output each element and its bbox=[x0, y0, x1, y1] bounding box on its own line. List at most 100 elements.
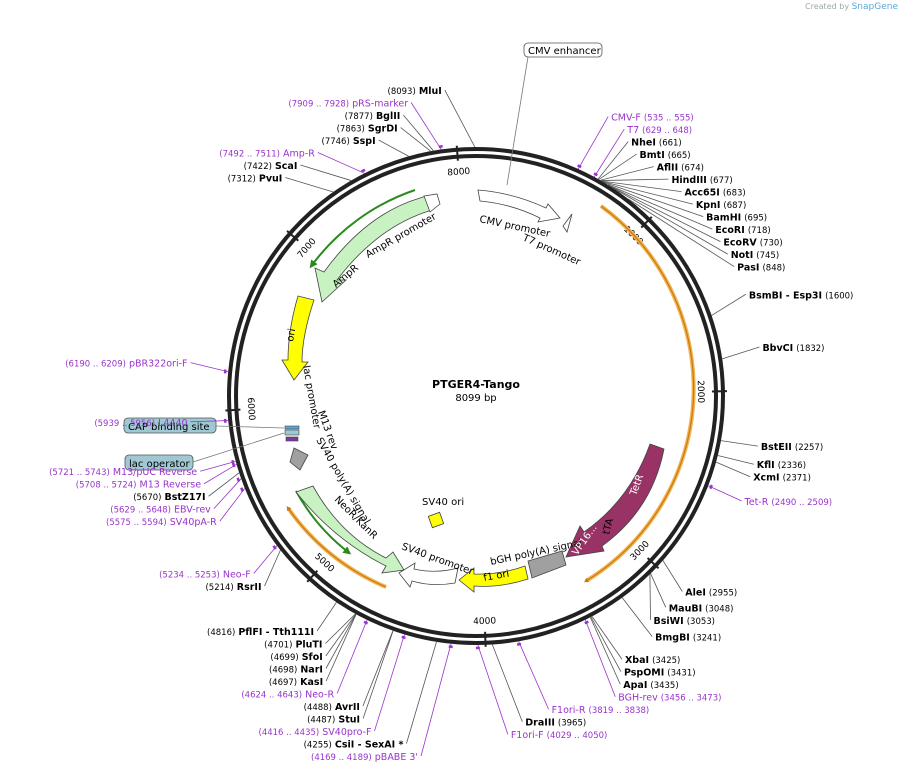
enzyme-position: (2257) bbox=[795, 443, 823, 453]
enzyme-name: AvrII bbox=[335, 702, 360, 713]
primer-label: (4624 .. 4643) Neo-R bbox=[241, 690, 334, 701]
enzyme-label: NotI (745) bbox=[731, 250, 779, 261]
primer-label: Tet-R (2490 .. 2509) bbox=[744, 497, 833, 508]
cmv-enhancer-label: CMV enhancer bbox=[528, 46, 602, 57]
enzyme-name: DraIII bbox=[525, 718, 555, 729]
enzyme-label: EcoRV (730) bbox=[723, 238, 782, 249]
backbone-inner-ring bbox=[234, 154, 718, 638]
primer-site-mark bbox=[272, 545, 277, 550]
enzyme-position: (718) bbox=[748, 226, 771, 236]
enzyme-name: PluTI bbox=[295, 640, 322, 651]
enzyme-label: NheI (661) bbox=[631, 138, 682, 149]
primer-label: (5708 .. 5724) M13 Reverse bbox=[76, 480, 201, 491]
primer-position: (5575 .. 5594) bbox=[106, 518, 167, 528]
tick-label-7000: 7000 bbox=[296, 236, 319, 260]
primer-site-mark bbox=[577, 164, 582, 169]
enzyme-name: NarI bbox=[300, 665, 323, 676]
primer-leader bbox=[420, 643, 452, 757]
enzyme-name: PspOMI bbox=[624, 668, 664, 679]
enzyme-position: (4488) bbox=[304, 703, 332, 713]
primer-name: pBR322ori-F bbox=[129, 359, 188, 370]
enzyme-position: (1832) bbox=[796, 344, 824, 354]
enzyme-leader bbox=[591, 616, 623, 660]
primer-leader bbox=[219, 488, 246, 522]
primer-name: pRS-marker bbox=[352, 99, 408, 110]
f1-ori-label: f1 ori bbox=[483, 569, 511, 584]
enzyme-position: (3241) bbox=[693, 634, 721, 644]
cmv-promoter-feature bbox=[477, 189, 561, 223]
enzyme-label: (7877) BglII bbox=[345, 111, 401, 122]
enzyme-name: Acc65I bbox=[684, 188, 719, 199]
enzyme-leader bbox=[607, 184, 713, 230]
primer-label: F1ori-R (3819 .. 3838) bbox=[552, 705, 650, 716]
enzyme-position: (1600) bbox=[825, 291, 853, 301]
enzyme-label: (4255) CsiI - SexAI * bbox=[304, 740, 404, 751]
f1-ori-feature bbox=[458, 565, 529, 593]
enzyme-label: DraIII (3965) bbox=[525, 718, 586, 729]
ori-feature bbox=[281, 295, 315, 381]
primer-position: (5721 .. 5743) bbox=[49, 468, 110, 478]
enzyme-label: BsmBI - Esp3I (1600) bbox=[749, 290, 854, 301]
primer-label: F1ori-F (4029 .. 4050) bbox=[511, 730, 608, 741]
enzyme-label: XcmI (2371) bbox=[753, 473, 811, 484]
enzyme-label: BbvCI (1832) bbox=[762, 343, 824, 354]
tTA-label: tTA bbox=[601, 517, 616, 536]
enzyme-position: (677) bbox=[710, 176, 733, 186]
primer-leader bbox=[190, 362, 229, 373]
enzyme-name: BamHI bbox=[706, 213, 741, 224]
sv40-ori-label: SV40 ori bbox=[422, 497, 464, 508]
enzyme-name: NotI bbox=[731, 250, 754, 261]
primer-position: (3819 .. 3838) bbox=[589, 706, 650, 716]
enzyme-label: (4697) KasI bbox=[269, 677, 323, 688]
primer-position: (535 .. 555) bbox=[644, 114, 694, 124]
enzyme-label: BmgBI (3241) bbox=[655, 633, 721, 644]
primer-label: (5939 .. 5956) L4440 bbox=[94, 418, 187, 429]
enzyme-label: (8093) MluI bbox=[388, 86, 442, 97]
primer-site-mark bbox=[593, 172, 599, 177]
enzyme-position: (695) bbox=[744, 214, 767, 224]
enzyme-position: (3435) bbox=[650, 681, 678, 691]
enzyme-name: AleI bbox=[685, 588, 706, 599]
tick-4000 bbox=[484, 631, 487, 647]
enzyme-name: RsrII bbox=[237, 582, 262, 593]
cap-site-feature bbox=[284, 425, 300, 430]
enzyme-position: (683) bbox=[723, 189, 746, 199]
enzyme-leader bbox=[264, 549, 281, 587]
ampR-promoter-feature bbox=[423, 193, 441, 213]
enzyme-position: (5214) bbox=[205, 583, 233, 593]
enzyme-leader bbox=[589, 617, 621, 685]
enzyme-position: (687) bbox=[723, 201, 746, 211]
primer-site-mark bbox=[516, 642, 522, 646]
tick-7000 bbox=[286, 230, 299, 242]
enzyme-leader bbox=[362, 630, 394, 707]
primer-position: (3456 .. 3473) bbox=[661, 694, 722, 704]
enzyme-position: (2371) bbox=[783, 474, 811, 484]
enzyme-leader bbox=[600, 166, 654, 181]
enzyme-leader bbox=[208, 472, 240, 497]
enzyme-leader bbox=[406, 641, 437, 744]
primer-leader bbox=[410, 102, 442, 150]
primer-name: EBV-rev bbox=[174, 505, 211, 516]
enzyme-position: (7422) bbox=[244, 162, 272, 172]
enzyme-position: (745) bbox=[756, 251, 779, 261]
cmv-enhancer-box bbox=[523, 42, 603, 58]
enzyme-position: (661) bbox=[659, 139, 682, 149]
enzyme-label: PspOMI (3431) bbox=[624, 668, 696, 679]
primer-position: (7909 .. 7928) bbox=[288, 100, 349, 110]
enzyme-leader bbox=[649, 574, 651, 620]
bgh-polya-feature bbox=[527, 550, 567, 579]
enzyme-label: AflII (674) bbox=[657, 163, 704, 174]
enzyme-position: (848) bbox=[762, 264, 785, 274]
enzyme-name: BsiWI bbox=[654, 616, 684, 627]
primer-name: SV40pA-R bbox=[170, 517, 217, 528]
primer-label: (5629 .. 5648) EBV-rev bbox=[110, 505, 211, 516]
primer-name: L4440 bbox=[158, 418, 187, 429]
primer-name: Tet-R bbox=[744, 497, 769, 508]
m13-rev-feature bbox=[285, 436, 299, 442]
lac-operator-box bbox=[124, 454, 194, 471]
enzyme-leader bbox=[715, 461, 751, 478]
enzyme-position: (2955) bbox=[709, 589, 737, 599]
enzyme-label: HindIII (677) bbox=[671, 175, 732, 186]
enzyme-position: (7863) bbox=[337, 125, 365, 135]
